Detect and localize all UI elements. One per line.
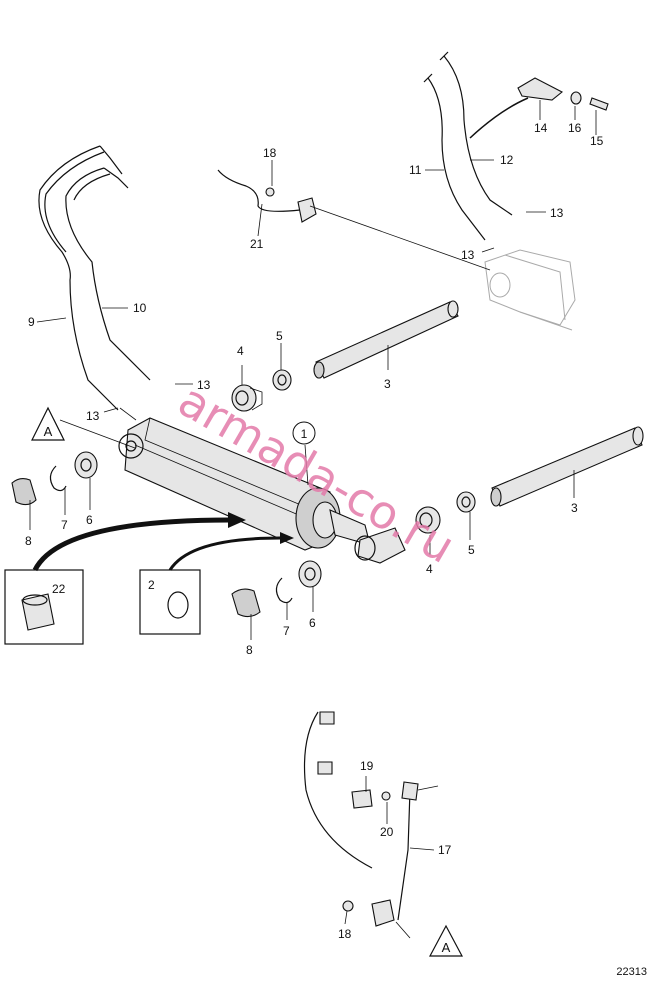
label-8b: 8: [246, 643, 253, 657]
part-labels: 1 2 3 3 4 4 5 5 6 6 7 7 8 8 9 10 11 12 1…: [25, 121, 604, 941]
label-13a: 13: [197, 378, 211, 392]
cap-8-right: [231, 588, 261, 618]
label-22: 22: [52, 582, 66, 596]
label-5a: 5: [276, 329, 283, 343]
label-20: 20: [380, 825, 394, 839]
label-18a: 18: [263, 146, 277, 160]
label-13b: 13: [86, 409, 100, 423]
cap-8-left: [11, 477, 37, 506]
leader-lines: [29, 100, 597, 939]
sensor-cable-21: [217, 169, 317, 223]
label-6a: 6: [86, 513, 93, 527]
label-8a: 8: [25, 534, 32, 548]
bushing-4-lower: [415, 506, 441, 534]
label-16: 16: [568, 121, 582, 135]
label-4b: 4: [426, 562, 433, 576]
arrow-2: [168, 532, 294, 571]
label-10: 10: [133, 301, 147, 315]
label-5b: 5: [468, 543, 475, 557]
label-6b: 6: [309, 616, 316, 630]
label-3a: 3: [384, 377, 391, 391]
label-1: 1: [301, 427, 308, 441]
washer-5-upper: [272, 369, 292, 391]
washer-16: [570, 91, 582, 105]
cable-17: [303, 711, 419, 927]
label-9: 9: [28, 315, 35, 329]
arrow-22: [32, 512, 246, 572]
label-14: 14: [534, 121, 548, 135]
rod-upper: [313, 300, 459, 379]
diagram-number: 22313: [616, 966, 647, 978]
inset-box-22: [4, 569, 84, 645]
ref-letter-bottom: A: [442, 940, 451, 955]
hose-12: [439, 51, 513, 216]
ref-triangle-top: A: [31, 406, 65, 441]
steering-cylinder: [118, 417, 406, 564]
washer-5-lower: [456, 491, 476, 513]
label-3b: 3: [571, 501, 578, 515]
ref-triangle-bottom: A: [429, 924, 463, 957]
label-15: 15: [590, 134, 604, 148]
washer-6-right: [298, 560, 322, 588]
label-13d: 13: [461, 248, 475, 262]
hose-10: [65, 167, 151, 381]
label-12: 12: [500, 153, 514, 167]
bracket-14: [517, 77, 564, 101]
label-13c: 13: [550, 206, 564, 220]
hose-9: [38, 145, 123, 411]
rod-lower: [490, 426, 644, 507]
arrow-12-bracket: [469, 97, 529, 139]
label-7a: 7: [61, 518, 68, 532]
clip-7-right: [275, 577, 293, 604]
part-1-circle: [292, 421, 316, 445]
label-11: 11: [409, 163, 422, 177]
bushing-4-upper: [231, 384, 263, 412]
label-7b: 7: [283, 624, 290, 638]
washer-6-left: [74, 451, 98, 479]
bolt-15: [589, 97, 609, 111]
label-19: 19: [360, 759, 374, 773]
label-2: 2: [148, 578, 155, 592]
label-4a: 4: [237, 344, 244, 358]
label-17: 17: [438, 843, 452, 857]
hose-11: [423, 73, 486, 241]
label-21: 21: [250, 237, 264, 251]
ref-letter-top: A: [44, 424, 53, 439]
clip-7-left: [49, 465, 67, 492]
label-18b: 18: [338, 927, 352, 941]
ghost-bracket: [484, 249, 576, 331]
